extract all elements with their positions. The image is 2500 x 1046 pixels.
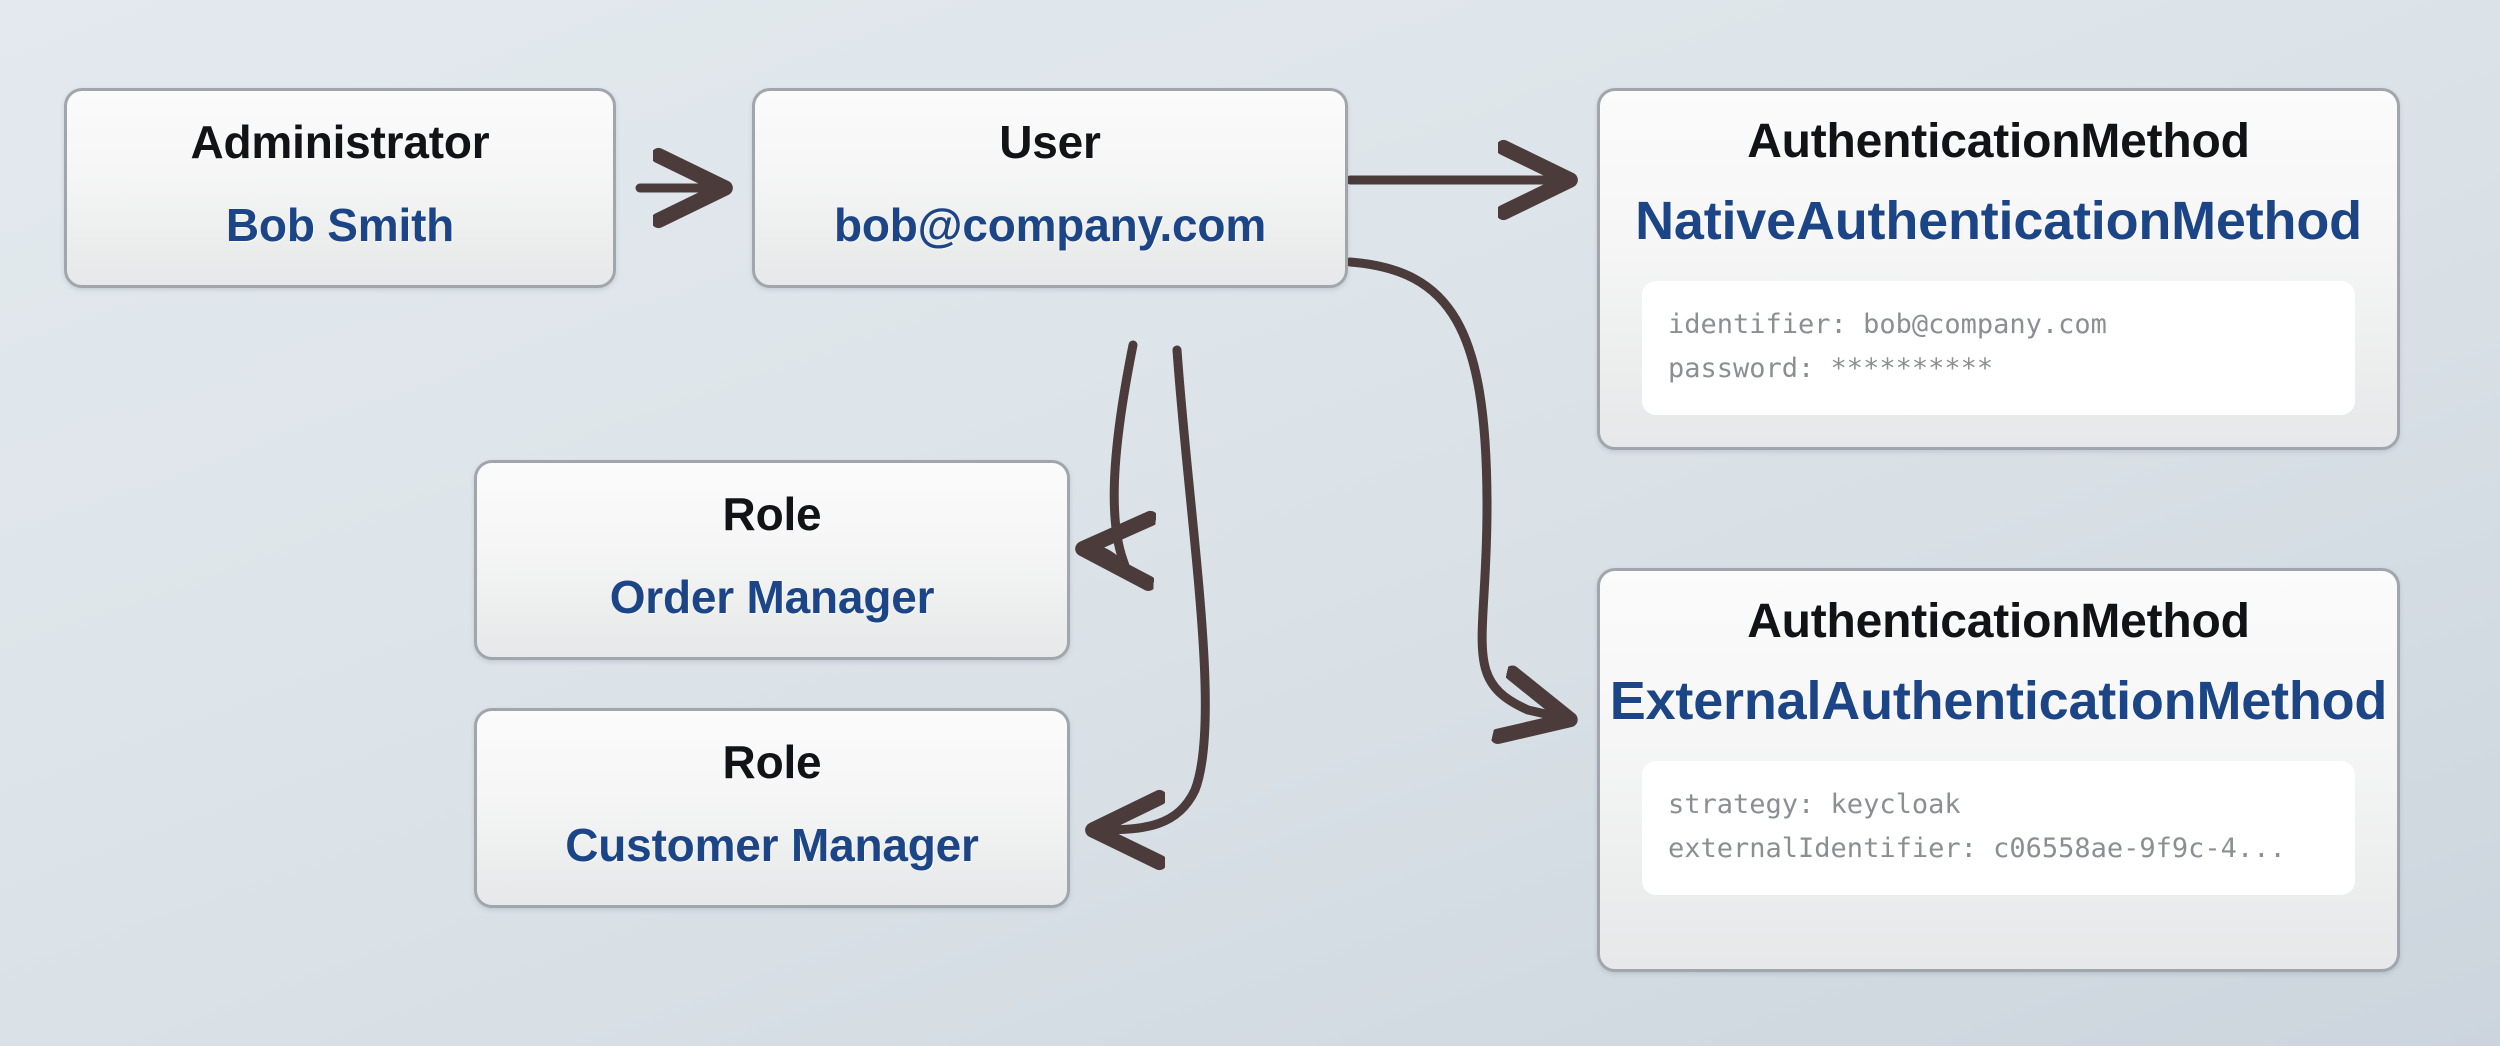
node-role-customer-manager-type: Role <box>722 736 822 788</box>
node-native-authentication-method-value: NativeAuthenticationMethod <box>1635 191 2362 251</box>
node-user-value: bob@company.com <box>833 199 1267 251</box>
detail-password: password: ********** <box>1668 353 1994 384</box>
node-external-authentication-method-value: ExternalAuthenticationMethod <box>1609 671 2388 731</box>
node-administrator-type: Administrator <box>190 116 490 168</box>
node-role-customer-manager-value: Customer Manager <box>565 819 979 871</box>
detail-external-identifier: externalIdentifier: c06558ae-9f9c-4... <box>1668 833 2286 864</box>
node-administrator[interactable]: Administrator Bob Smith <box>64 88 616 288</box>
node-role-order-manager-value: Order Manager <box>609 571 935 623</box>
node-external-authentication-method[interactable]: AuthenticationMethod ExternalAuthenticat… <box>1597 568 2400 972</box>
node-administrator-value: Bob Smith <box>225 199 455 251</box>
node-native-authentication-method-type: AuthenticationMethod <box>1747 115 2250 168</box>
node-user[interactable]: User bob@company.com <box>752 88 1348 288</box>
node-role-order-manager[interactable]: Role Order Manager <box>474 460 1070 660</box>
node-native-authentication-method[interactable]: AuthenticationMethod NativeAuthenticatio… <box>1597 88 2400 450</box>
detail-identifier: identifier: bob@company.com <box>1668 309 2107 340</box>
edge-user-to-auth-external <box>1345 257 1563 718</box>
external-authentication-method-details: strategy: keycloak externalIdentifier: c… <box>1642 761 2355 895</box>
edge-user-to-role-order <box>1090 340 1133 572</box>
node-user-type: User <box>999 116 1101 168</box>
detail-strategy: strategy: keycloak <box>1668 789 1961 820</box>
node-external-authentication-method-type: AuthenticationMethod <box>1747 595 2250 648</box>
edge-user-to-role-customer <box>1100 345 1210 830</box>
node-role-customer-manager[interactable]: Role Customer Manager <box>474 708 1070 908</box>
node-role-order-manager-type: Role <box>722 488 822 540</box>
native-authentication-method-details: identifier: bob@company.com password: **… <box>1642 281 2355 415</box>
